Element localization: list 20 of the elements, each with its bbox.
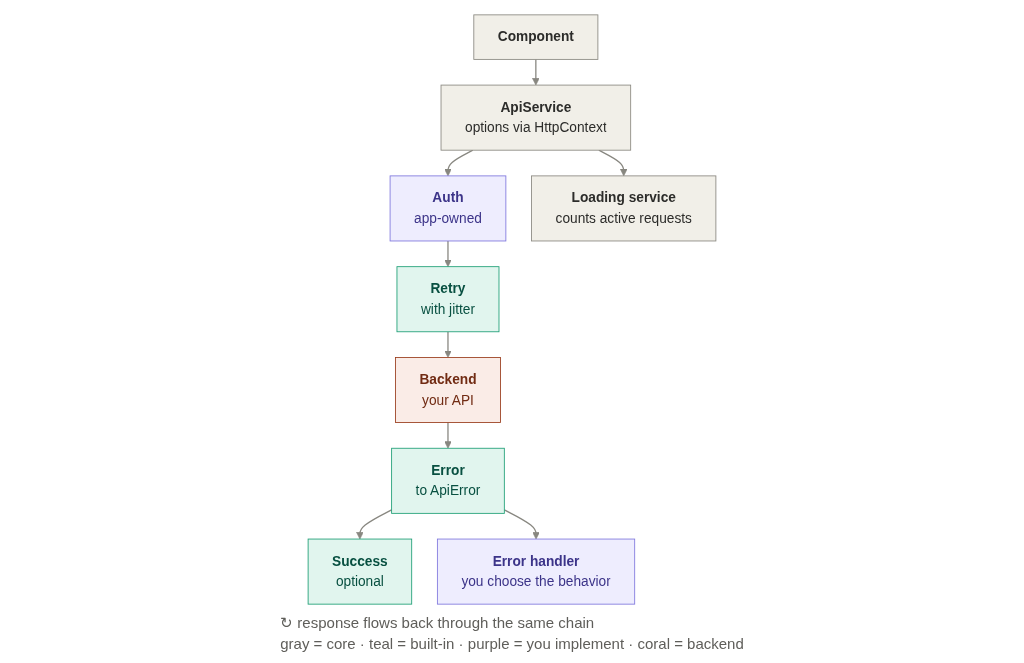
arrow <box>503 509 540 540</box>
node-box <box>436 538 636 605</box>
node-box <box>396 266 500 333</box>
arrow <box>598 149 628 177</box>
arrow <box>444 421 452 449</box>
node-box <box>440 84 632 151</box>
note-text: gray = core · teal = built-in · purple = you implement · coral = backend <box>280 635 744 652</box>
node-box <box>395 357 501 423</box>
node-box <box>307 538 413 605</box>
arrow <box>444 149 474 177</box>
flowchart: Component ApiService options via HttpContext Auth app-owned Retry with jitter Backend your API Error to ApiError Success optional Loading service counts active requests Error handler you choose the behavior <box>8 8 1016 611</box>
node-box <box>473 14 599 60</box>
node-box <box>389 175 507 242</box>
arrow <box>532 58 540 86</box>
arrow <box>444 331 452 358</box>
node-box <box>391 447 505 514</box>
arrow <box>444 240 452 267</box>
arrow <box>356 509 393 540</box>
note-text: ↻ response flows back through the same chain <box>280 614 596 632</box>
node-box <box>531 175 717 242</box>
